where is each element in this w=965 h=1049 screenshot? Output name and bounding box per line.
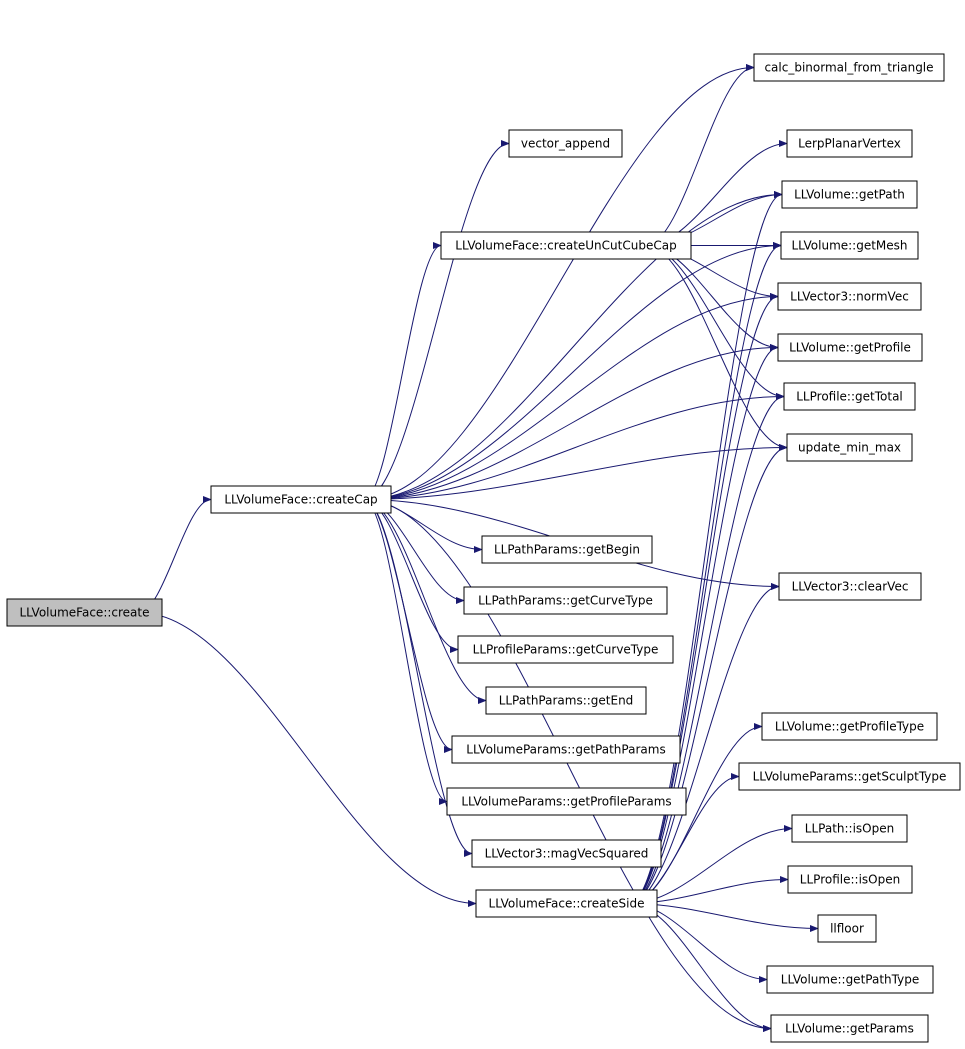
node-create-uncut-cube-cap[interactable]: LLVolumeFace::createUnCutCubeCap [440,231,692,260]
edge-createSide-to-updateMinMax [629,443,788,904]
edge-createSide-to-normVec [629,292,779,904]
svg-text:update_min_max: update_min_max [798,441,901,455]
node-get-total[interactable]: LLProfile::getTotal [783,382,916,411]
edge-createCap-to-getMesh [363,241,782,500]
svg-text:LLProfile::getTotal: LLProfile::getTotal [796,390,903,404]
node-path-is-open[interactable]: LLPath::isOpen [791,814,908,843]
edge-create-to-createSide [138,612,477,908]
svg-text:LLPathParams::getEnd: LLPathParams::getEnd [499,694,634,708]
node-get-profile-params[interactable]: LLVolumeParams::getProfileParams [446,787,687,816]
svg-text:LLVector3::clearVec: LLVector3::clearVec [792,580,909,594]
node-create-side[interactable]: LLVolumeFace::createSide [475,889,658,918]
edge-createSide-to-getParams [629,903,772,1033]
node-get-params[interactable]: LLVolume::getParams [770,1014,929,1043]
node-get-path[interactable]: LLVolume::getPath [781,180,918,209]
svg-text:LLVolume::getProfileType: LLVolume::getProfileType [775,720,924,734]
node-get-begin[interactable]: LLPathParams::getBegin [481,535,653,564]
node-get-path-type[interactable]: LLVolume::getPathType [766,965,934,994]
node-norm-vec[interactable]: LLVector3::normVec [777,282,922,311]
node-llfloor[interactable]: llfloor [817,914,877,943]
svg-text:LLPathParams::getCurveType: LLPathParams::getCurveType [478,594,653,608]
svg-text:LLVolume::getProfile: LLVolume::getProfile [789,341,911,355]
svg-text:calc_binormal_from_triangle: calc_binormal_from_triangle [764,61,933,75]
edge-createCap-to-updateMinMax [363,443,788,500]
svg-text:llfloor: llfloor [830,922,864,936]
edge-createUnCut-to-calcBinormal [645,63,755,246]
svg-text:LLVolume::getParams: LLVolume::getParams [785,1022,914,1036]
svg-text:LLVolumeFace::create: LLVolumeFace::create [20,606,150,620]
node-profile-get-curve-type[interactable]: LLProfileParams::getCurveType [457,635,674,664]
edge-createCap-to-magVecSquared [363,499,473,858]
edge-create-to-createCap [138,495,212,613]
node-get-end[interactable]: LLPathParams::getEnd [485,686,647,715]
svg-text:LLProfile::isOpen: LLProfile::isOpen [800,873,900,887]
nodes-layer: LLVolumeFace::create LLVolumeFace::creat… [6,53,961,1043]
edge-createCap-to-createUnCut [363,241,442,500]
node-get-profile[interactable]: LLVolume::getProfile [777,333,923,362]
node-create[interactable]: LLVolumeFace::create [6,598,163,627]
edge-createCap-to-pathCurveType [363,499,465,605]
svg-text:LLVolumeFace::createUnCutCubeC: LLVolumeFace::createUnCutCubeCap [455,239,676,253]
edge-createSide-to-clearVec [629,582,780,904]
edge-createCap-to-getPath [363,190,783,500]
edge-createSide-to-getTotal [629,392,785,904]
node-mag-vec-squared[interactable]: LLVector3::magVecSquared [471,839,662,868]
edge-createCap-to-getTotal [363,392,785,500]
edge-createCap-to-getProfileParams [363,499,448,806]
svg-text:LLVector3::normVec: LLVector3::normVec [790,290,909,304]
node-update-min-max[interactable]: update_min_max [786,433,913,462]
node-lerp-planar-vertex[interactable]: LerpPlanarVertex [786,129,913,158]
node-get-mesh[interactable]: LLVolume::getMesh [780,231,919,260]
svg-text:vector_append: vector_append [521,137,610,151]
svg-text:LLVector3::magVecSquared: LLVector3::magVecSquared [485,847,649,861]
svg-text:LLVolumeFace::createSide: LLVolumeFace::createSide [489,897,645,911]
edge-createCap-to-getParams [363,499,772,1033]
edge-createUnCut-to-updateMinMax [645,245,788,452]
node-calc-binormal[interactable]: calc_binormal_from_triangle [753,53,945,82]
edge-createCap-to-getProfile [363,343,779,500]
node-profile-is-open[interactable]: LLProfile::isOpen [787,865,913,894]
svg-text:LLVolume::getPathType: LLVolume::getPathType [781,973,919,987]
edge-createSide-to-getProfile [629,343,779,904]
svg-text:LLVolumeFace::createCap: LLVolumeFace::createCap [224,493,377,507]
edge-createUnCut-to-lerpPlanar [645,139,788,246]
svg-text:LLPath::isOpen: LLPath::isOpen [805,822,894,836]
edge-createCap-to-calcBinormal [363,63,755,500]
svg-text:LerpPlanarVertex: LerpPlanarVertex [798,137,901,151]
node-get-profile-type[interactable]: LLVolume::getProfileType [761,712,938,741]
edge-createCap-to-vectorAppend [363,139,510,500]
svg-text:LLVolume::getPath: LLVolume::getPath [794,188,905,202]
node-create-cap[interactable]: LLVolumeFace::createCap [210,485,392,514]
node-path-get-curve-type[interactable]: LLPathParams::getCurveType [463,586,668,615]
svg-text:LLProfileParams::getCurveType: LLProfileParams::getCurveType [473,643,659,657]
edge-createCap-to-normVec [363,292,779,500]
svg-text:LLVolumeParams::getPathParams: LLVolumeParams::getPathParams [466,743,665,757]
node-get-path-params[interactable]: LLVolumeParams::getPathParams [451,735,681,764]
svg-text:LLVolumeParams::getProfilePara: LLVolumeParams::getProfileParams [461,795,671,809]
svg-text:LLPathParams::getBegin: LLPathParams::getBegin [494,543,640,557]
node-clear-vec[interactable]: LLVector3::clearVec [778,572,922,601]
node-vector-append[interactable]: vector_append [508,129,623,158]
edges-layer [138,63,819,1033]
node-get-sculpt-type[interactable]: LLVolumeParams::getSculptType [738,762,961,791]
svg-text:LLVolumeParams::getSculptType: LLVolumeParams::getSculptType [753,770,947,784]
svg-text:LLVolume::getMesh: LLVolume::getMesh [791,239,907,253]
edge-createCap-to-getPathParams [363,499,453,754]
